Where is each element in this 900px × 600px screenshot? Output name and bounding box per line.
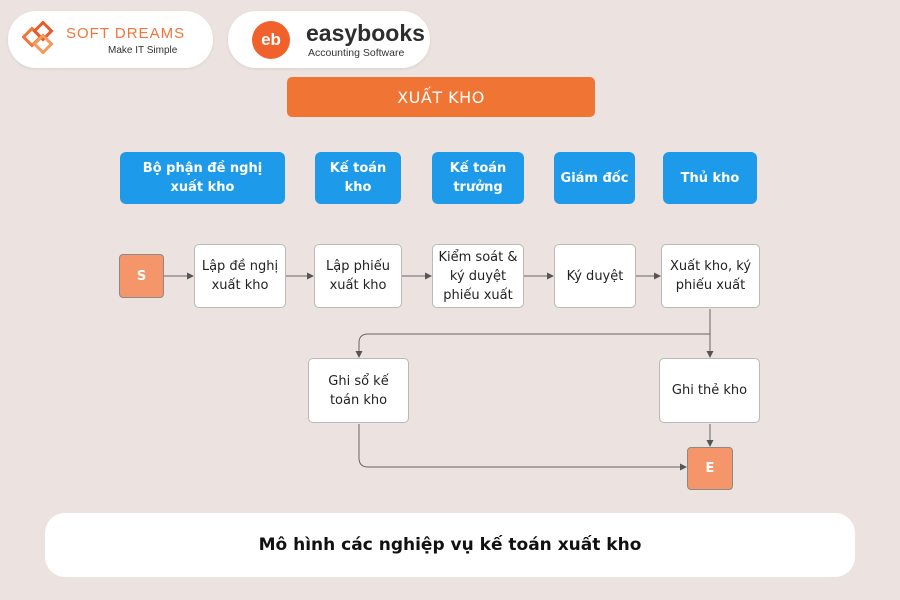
diagram-title: XUẤT KHO bbox=[287, 77, 595, 117]
softdreams-name: SOFT DREAMS bbox=[66, 25, 186, 42]
arrow-issue-to-ledger bbox=[355, 309, 711, 358]
role-chief-accountant: Kế toán trưởng bbox=[432, 152, 524, 204]
easybooks-tagline: Accounting Software bbox=[308, 47, 405, 59]
step-record-card: Ghi thẻ kho bbox=[659, 358, 760, 423]
softdreams-logo: SOFT DREAMS Make IT Simple bbox=[8, 11, 213, 68]
step-create-slip: Lập phiếu xuất kho bbox=[314, 244, 402, 308]
step-record-ledger: Ghi sổ kế toán kho bbox=[308, 358, 409, 423]
step-request: Lập đề nghị xuất kho bbox=[194, 244, 286, 308]
role-storekeeper: Thủ kho bbox=[663, 152, 757, 204]
easybooks-logo-icon: eb bbox=[252, 21, 290, 59]
step-approve: Ký duyệt bbox=[554, 244, 636, 308]
role-warehouse-accountant: Kế toán kho bbox=[315, 152, 401, 204]
step-review-sign: Kiểm soát & ký duyệt phiếu xuất bbox=[432, 244, 524, 308]
easybooks-name: easybooks bbox=[306, 20, 425, 46]
start-node: S bbox=[119, 254, 164, 298]
role-requester: Bộ phận đề nghị xuất kho bbox=[120, 152, 285, 204]
end-node: E bbox=[687, 447, 733, 490]
softdreams-logo-icon bbox=[22, 21, 54, 55]
arrow-ledger-to-end bbox=[358, 424, 687, 471]
easybooks-logo: eb easybooks Accounting Software bbox=[228, 11, 430, 68]
step-issue-sign: Xuất kho, ký phiếu xuất bbox=[661, 244, 760, 308]
role-director: Giám đốc bbox=[554, 152, 635, 204]
diagram-caption: Mô hình các nghiệp vụ kế toán xuất kho bbox=[45, 513, 855, 577]
softdreams-tagline: Make IT Simple bbox=[108, 45, 178, 56]
